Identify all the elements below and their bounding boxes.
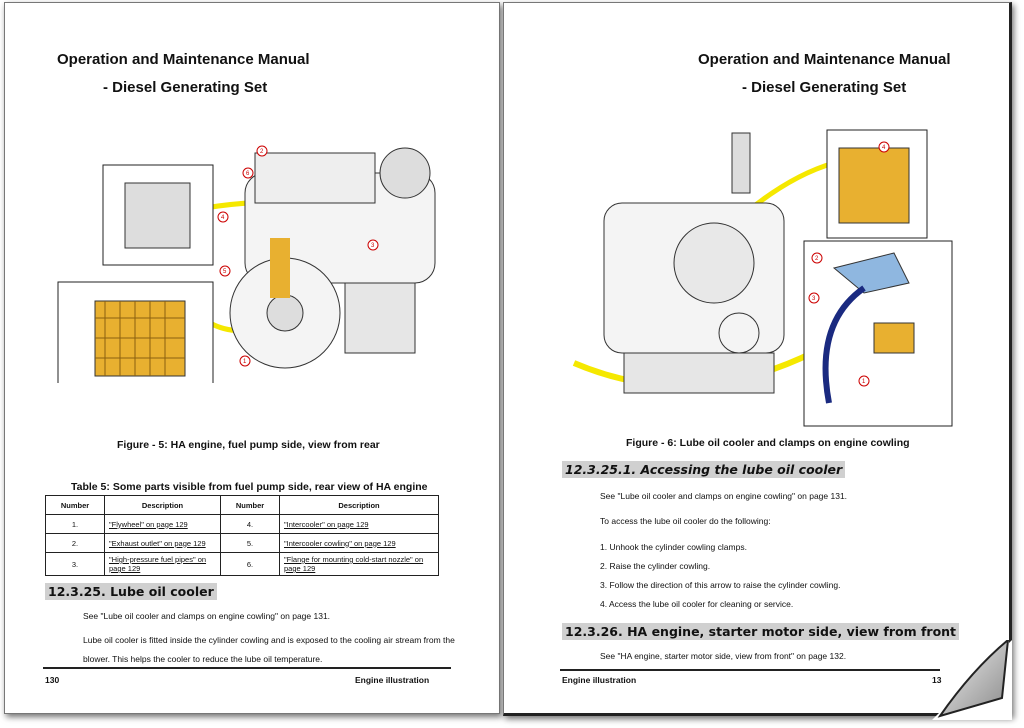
- column-header: Number: [220, 495, 280, 515]
- svg-text:6: 6: [246, 171, 250, 177]
- page-number: 130: [45, 675, 60, 685]
- part-number: 3.: [45, 552, 105, 576]
- paragraph: See "Lube oil cooler and clamps on engin…: [600, 491, 848, 501]
- engine-figure-6: 1 2 3 4: [564, 123, 954, 428]
- part-link[interactable]: "High-pressure fuel pipes" on page 129: [104, 552, 221, 576]
- svg-text:4: 4: [882, 145, 886, 151]
- column-header: Number: [45, 495, 105, 515]
- part-number: 5.: [220, 533, 280, 553]
- manual-subtitle: - Diesel Generating Set: [742, 79, 907, 96]
- section-heading-lube-oil-cooler: 12.3.25. Lube oil cooler: [45, 583, 217, 600]
- svg-text:3: 3: [371, 243, 375, 249]
- part-number: 4.: [220, 514, 280, 534]
- footer-section: Engine illustration: [355, 675, 430, 685]
- part-number: 1.: [45, 514, 105, 534]
- left-page: Operation and Maintenance Manual - Diese…: [4, 2, 500, 714]
- svg-text:1: 1: [243, 359, 247, 365]
- part-number: 6.: [220, 552, 280, 576]
- step-item: 4. Access the lube oil cooler for cleani…: [600, 599, 794, 609]
- callout-markers: 1 2 3 4: [808, 141, 890, 387]
- svg-text:2: 2: [815, 256, 819, 262]
- section-heading-starter-motor: 12.3.26. HA engine, starter motor side, …: [562, 623, 960, 640]
- paragraph: To access the lube oil cooler do the fol…: [600, 516, 771, 526]
- footer-rule: [560, 669, 940, 671]
- paragraph: Lube oil cooler is fitted inside the cyl…: [83, 635, 455, 664]
- svg-text:3: 3: [812, 296, 816, 302]
- engine-illustration: 1 2 3 4 5 6: [57, 145, 436, 395]
- lube-oil-cooler-illustration: 1 2 3 4: [572, 129, 953, 427]
- page-number: 13: [932, 675, 942, 685]
- svg-text:1: 1: [862, 379, 866, 385]
- footer-rule: [43, 667, 451, 669]
- right-page: Operation and Maintenance Manual - Diese…: [503, 2, 1012, 716]
- svg-text:5: 5: [223, 269, 227, 275]
- part-link[interactable]: "Intercooler" on page 129: [279, 514, 439, 534]
- part-link[interactable]: "Flywheel" on page 129: [104, 514, 221, 534]
- manual-title: Operation and Maintenance Manual: [698, 51, 951, 68]
- figure-5-caption: Figure - 5: HA engine, fuel pump side, v…: [117, 439, 380, 451]
- part-link[interactable]: "Exhaust outlet" on page 129: [104, 533, 221, 553]
- page-curl: [932, 640, 1012, 720]
- callout-markers: 1 2 3 4 5 6: [217, 145, 379, 367]
- manual-subtitle: - Diesel Generating Set: [103, 79, 268, 96]
- footer-section: Engine illustration: [562, 675, 637, 685]
- paragraph: See "Lube oil cooler and clamps on engin…: [83, 611, 331, 621]
- paragraph: See "HA engine, starter motor side, view…: [600, 651, 847, 661]
- figure-6-caption: Figure - 6: Lube oil cooler and clamps o…: [626, 437, 910, 449]
- table-5-caption: Table 5: Some parts visible from fuel pu…: [71, 481, 428, 493]
- part-link[interactable]: "Intercooler cowling" on page 129: [279, 533, 439, 553]
- subsection-heading: 12.3.25.1. Accessing the lube oil cooler: [562, 461, 846, 478]
- manual-title: Operation and Maintenance Manual: [57, 51, 310, 68]
- step-item: 1. Unhook the cylinder cowling clamps.: [600, 542, 747, 552]
- step-item: 2. Raise the cylinder cowling.: [600, 561, 711, 571]
- column-header: Description: [104, 495, 221, 515]
- table-row: 3."High-pressure fuel pipes" on page 129…: [45, 552, 439, 576]
- svg-text:2: 2: [260, 149, 264, 155]
- part-number: 2.: [45, 533, 105, 553]
- step-item: 3. Follow the direction of this arrow to…: [600, 580, 841, 590]
- engine-figure-5: 1 2 3 4 5 6: [45, 123, 465, 395]
- svg-text:4: 4: [221, 215, 225, 221]
- part-link[interactable]: "Flange for mounting cold-start nozzle" …: [279, 552, 439, 576]
- column-header: Description: [279, 495, 439, 515]
